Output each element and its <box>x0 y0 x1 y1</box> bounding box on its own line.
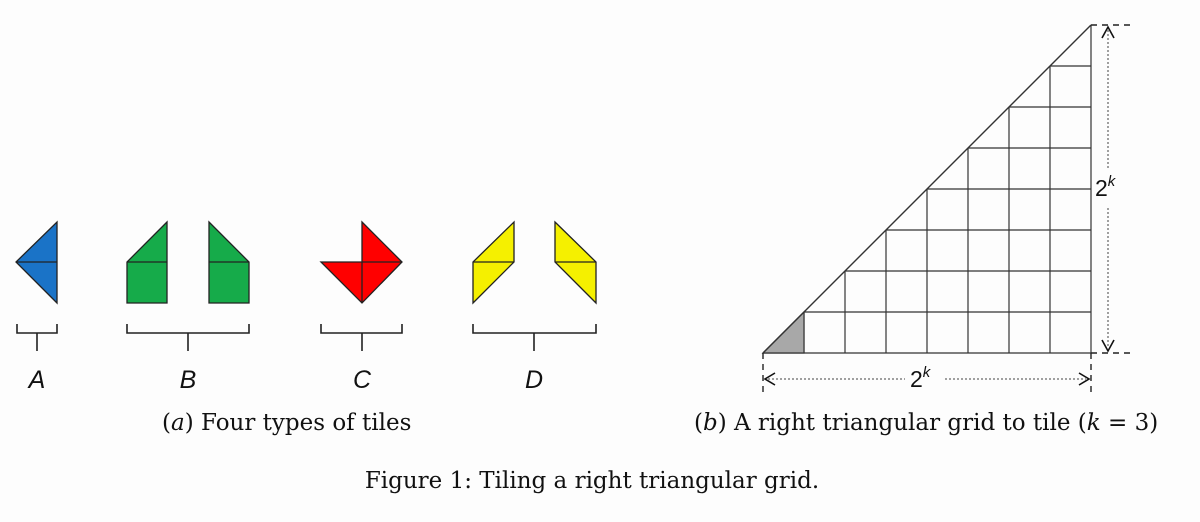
tiles-panel: A B C D (a) Four types of tiles <box>15 220 597 436</box>
caption-a: (a) Four types of tiles <box>162 410 411 436</box>
tile-b-right-shape <box>208 220 250 304</box>
tile-d <box>472 220 597 305</box>
grid-hypotenuse <box>762 24 1092 354</box>
brace-c <box>320 324 403 351</box>
tile-label-b: B <box>180 366 197 394</box>
brace-b <box>126 324 250 351</box>
tile-c <box>319 220 403 304</box>
tile-label-a: A <box>27 366 46 394</box>
tile-label-d: D <box>525 366 543 394</box>
figure-caption: Figure 1: Tiling a right triangular grid… <box>365 468 819 494</box>
tile-d-left-shape <box>472 220 515 305</box>
height-label: 2k <box>1095 173 1117 201</box>
width-dimension: 2k <box>763 364 1091 392</box>
tile-d-right-shape <box>554 220 597 305</box>
tile-b-left-shape <box>126 220 168 304</box>
width-label: 2k <box>910 364 932 392</box>
tile-label-c: C <box>353 366 372 394</box>
brace-d <box>472 324 597 351</box>
tile-a <box>15 220 58 305</box>
height-dimension: 2k <box>1095 25 1117 353</box>
tile-b <box>126 220 250 304</box>
grid-cells <box>763 25 1092 354</box>
caption-b: (b) A right triangular grid to tile (k =… <box>694 410 1158 436</box>
brace-a <box>16 324 58 351</box>
grid-panel: 2k 2k (b) A right triangular grid to til… <box>694 24 1158 436</box>
